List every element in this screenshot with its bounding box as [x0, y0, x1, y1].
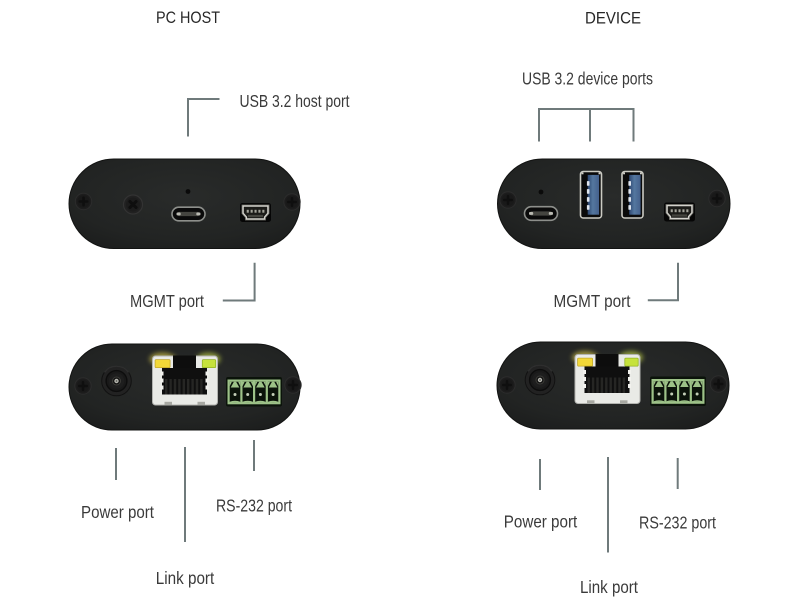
svg-text:DEVICE: DEVICE	[585, 10, 641, 28]
svg-text:USB 3.2 device ports: USB 3.2 device ports	[522, 69, 653, 89]
svg-text:Link port: Link port	[580, 577, 638, 597]
svg-text:MGMT port: MGMT port	[130, 291, 204, 311]
svg-text:PC HOST: PC HOST	[156, 9, 220, 27]
svg-text:RS-232 port: RS-232 port	[639, 513, 716, 533]
svg-text:RS-232 port: RS-232 port	[216, 496, 292, 516]
svg-text:USB 3.2 host port: USB 3.2 host port	[240, 91, 350, 111]
svg-text:Power port: Power port	[504, 512, 578, 532]
svg-text:Power port: Power port	[81, 502, 154, 522]
svg-text:MGMT port: MGMT port	[554, 291, 631, 311]
svg-text:Link port: Link port	[156, 568, 215, 588]
